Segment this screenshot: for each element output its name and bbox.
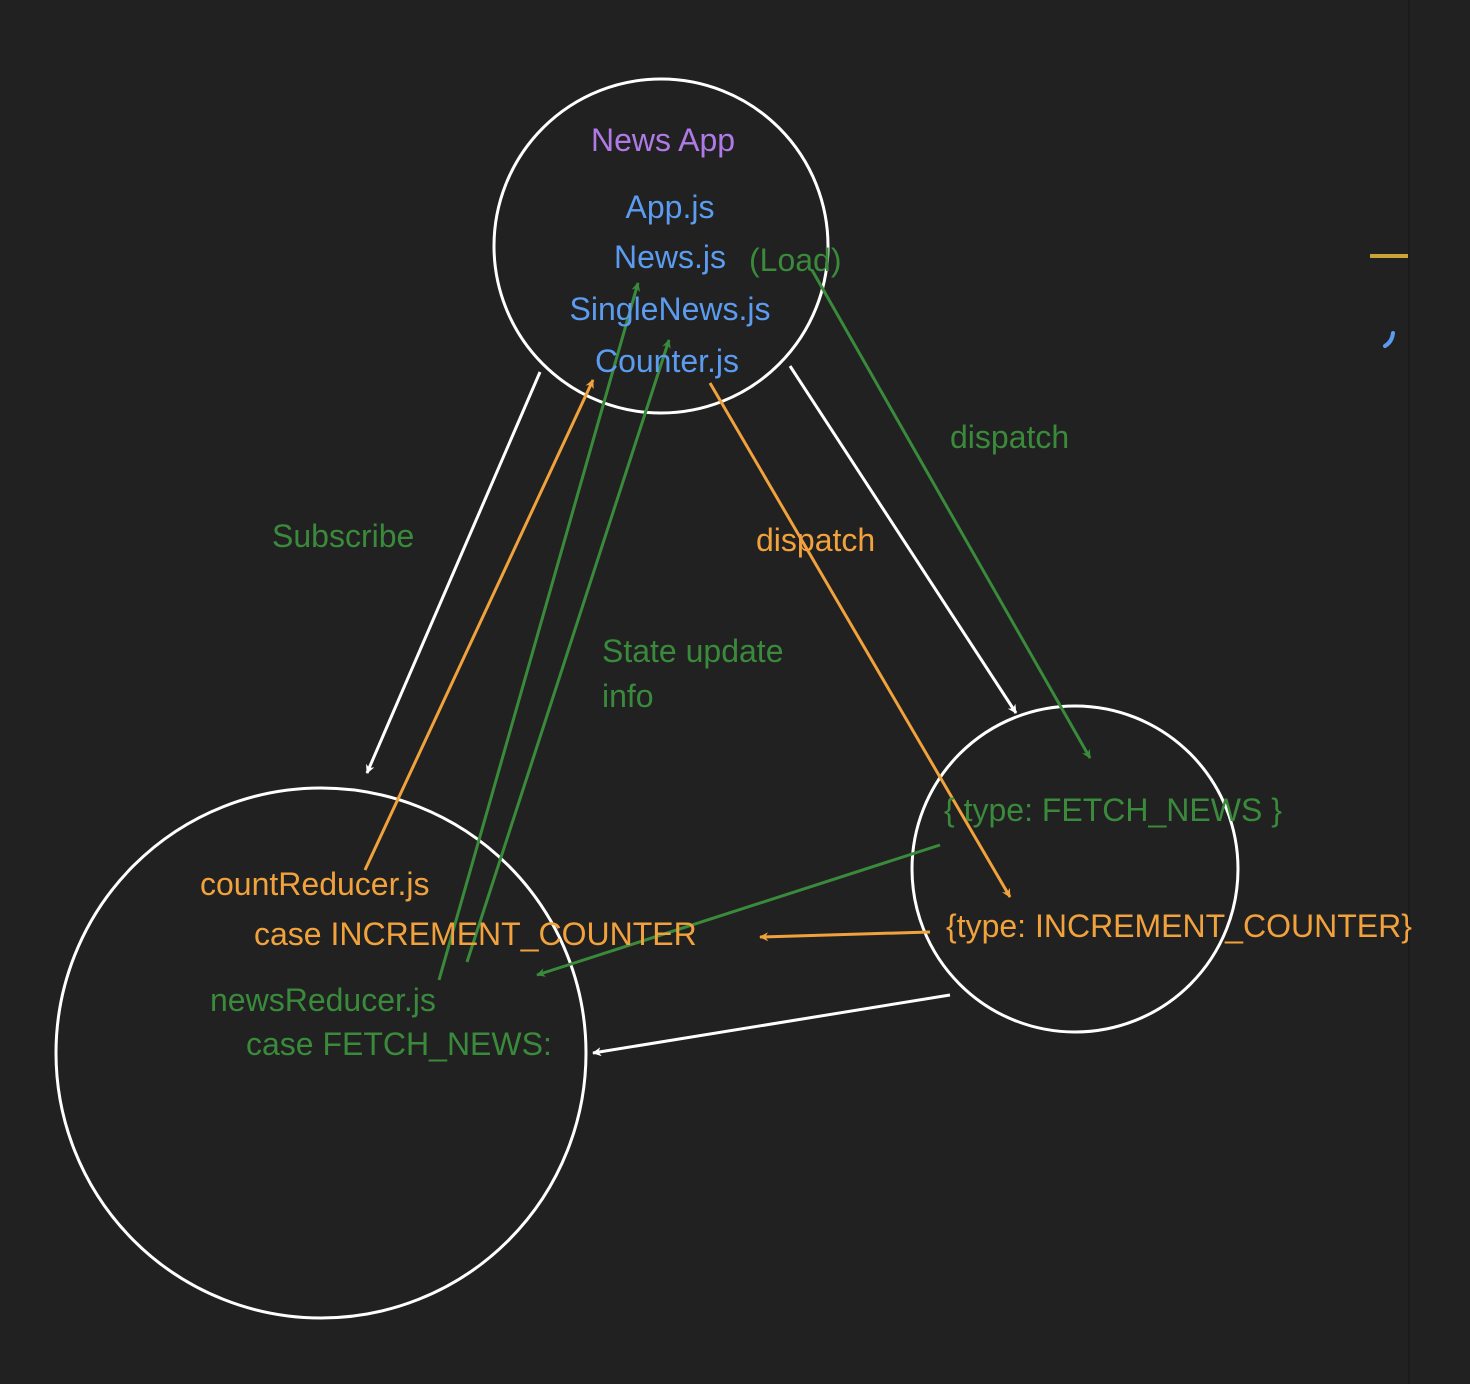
increment-counter-action: {type: INCREMENT_COUNTER}	[946, 908, 1412, 944]
dispatch-orange-arrow	[708, 382, 1012, 898]
state-update-arrow-singlenews	[465, 339, 671, 963]
app-node	[492, 77, 830, 415]
partial-blue-mark	[1383, 331, 1395, 348]
dispatch-orange-label: dispatch	[756, 522, 875, 558]
file-app-js: App.js	[626, 189, 715, 225]
state-update-label-2: info	[602, 678, 654, 714]
state-update-label-1: State update	[602, 633, 783, 669]
action-node	[910, 704, 1240, 1034]
dispatch-green-label: dispatch	[950, 419, 1069, 455]
fetch-news-action: { type: FETCH_NEWS }	[944, 792, 1282, 828]
fetch-to-reducer-arrow	[536, 843, 941, 977]
file-counter-js: Counter.js	[595, 343, 739, 379]
app-to-action-arrow	[788, 365, 1018, 714]
count-reducer-label: countReducer.js	[200, 866, 429, 902]
file-news-js: News.js	[614, 239, 726, 275]
state-update-arrow-news	[437, 282, 641, 981]
load-label: (Load)	[749, 242, 842, 278]
subscribe-label: Subscribe	[272, 518, 414, 554]
news-case-label: case FETCH_NEWS:	[246, 1026, 552, 1062]
count-reducer-to-counter-arrow	[363, 379, 595, 871]
count-case-label: case INCREMENT_COUNTER	[254, 916, 697, 952]
subscribe-arrow	[365, 371, 542, 774]
news-reducer-label: newsReducer.js	[210, 982, 436, 1018]
side-panel-edge	[1408, 0, 1410, 1384]
file-singlenews-js: SingleNews.js	[570, 291, 771, 327]
action-to-reducer-arrow	[592, 993, 951, 1057]
increment-to-reducer-arrow	[759, 930, 931, 942]
app-title: News App	[591, 122, 735, 158]
reducer-node	[54, 786, 588, 1320]
dispatch-green-arrow	[810, 269, 1092, 759]
